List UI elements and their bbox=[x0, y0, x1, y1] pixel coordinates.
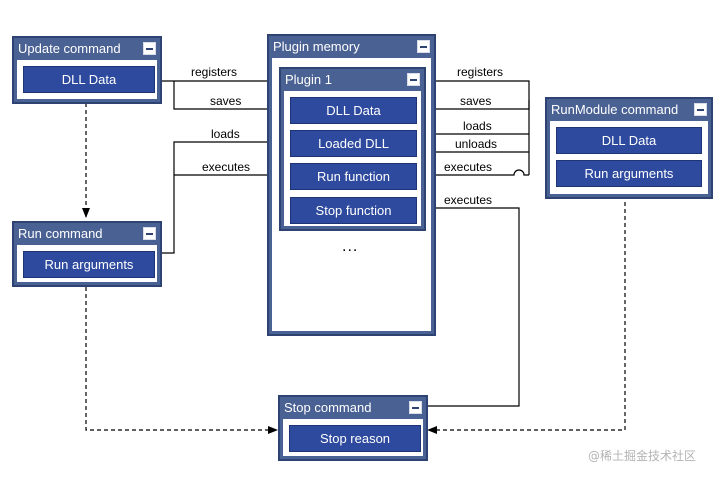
run-command-collapse-button[interactable] bbox=[143, 227, 156, 240]
plugin-1-dll-data: DLL Data bbox=[290, 97, 417, 124]
watermark-text: @稀土掘金技术社区 bbox=[588, 449, 697, 463]
plugin-1-stop-function: Stop function bbox=[290, 197, 417, 224]
plugin-memory-collapse-button[interactable] bbox=[417, 40, 430, 53]
plugin-1-collapse-button[interactable] bbox=[407, 73, 420, 86]
plugin-memory-title: Plugin memory bbox=[273, 39, 360, 54]
stop-command-collapse-button[interactable] bbox=[409, 401, 422, 414]
edge-runmodule-registers bbox=[425, 77, 530, 100]
plugin-1-title: Plugin 1 bbox=[285, 72, 332, 87]
label-runmodule-saves: saves bbox=[460, 94, 492, 108]
stop-command-panel: Stop command Stop reason bbox=[278, 395, 428, 461]
runmodule-command-body: DLL Data Run arguments bbox=[550, 121, 708, 194]
update-command-body: DLL Data bbox=[17, 60, 157, 99]
label-runmodule-executes: executes bbox=[444, 160, 493, 174]
run-command-run-arguments: Run arguments bbox=[23, 251, 155, 278]
update-command-title: Update command bbox=[18, 41, 121, 56]
edge-runmodule-to-stop bbox=[427, 202, 626, 434]
label-runmodule-registers: registers bbox=[457, 65, 504, 79]
edge-run-loads bbox=[162, 138, 286, 254]
update-command-dll-data: DLL Data bbox=[23, 66, 155, 93]
edge-stop-executes bbox=[418, 204, 520, 407]
edge-update-saves bbox=[173, 81, 286, 113]
label-update-saves: saves bbox=[210, 94, 242, 108]
plugin-memory-body: Plugin 1 DLL Data Loaded DLL Run functio… bbox=[272, 58, 431, 331]
label-run-executes: executes bbox=[202, 160, 251, 174]
plugin-memory-panel: Plugin memory Plugin 1 DLL Data Loaded D… bbox=[267, 34, 436, 336]
update-command-panel: Update command DLL Data bbox=[12, 36, 162, 104]
stop-command-body: Stop reason bbox=[283, 419, 423, 456]
plugin-1-loaded-dll: Loaded DLL bbox=[290, 130, 417, 157]
run-command-panel: Run command Run arguments bbox=[12, 221, 162, 287]
plugin-1-run-function: Run function bbox=[290, 163, 417, 190]
edge-run-to-stop bbox=[85, 287, 278, 434]
edge-runmodule-executes bbox=[418, 169, 529, 179]
label-runmodule-unloads: unloads bbox=[455, 137, 498, 151]
stop-command-stop-reason: Stop reason bbox=[289, 425, 421, 452]
label-run-loads: loads bbox=[211, 127, 240, 141]
runmodule-command-panel: RunModule command DLL Data Run arguments bbox=[545, 97, 713, 199]
runmodule-command-title: RunModule command bbox=[551, 102, 679, 117]
label-runmodule-loads: loads bbox=[463, 119, 492, 133]
update-command-collapse-button[interactable] bbox=[143, 42, 156, 55]
runmodule-command-collapse-button[interactable] bbox=[694, 103, 707, 116]
label-stop-executes: executes bbox=[444, 193, 493, 207]
runmodule-command-run-arguments: Run arguments bbox=[556, 160, 702, 187]
plugin-1-panel: Plugin 1 DLL Data Loaded DLL Run functio… bbox=[279, 67, 426, 231]
more-plugins-ellipsis: ... bbox=[342, 238, 359, 255]
run-command-title: Run command bbox=[18, 226, 103, 241]
stop-command-title: Stop command bbox=[284, 400, 372, 415]
plugin-1-body: DLL Data Loaded DLL Run function Stop fu… bbox=[284, 91, 421, 226]
run-command-body: Run arguments bbox=[17, 245, 157, 282]
label-update-registers: registers bbox=[191, 65, 238, 79]
runmodule-command-dll-data: DLL Data bbox=[556, 127, 702, 154]
